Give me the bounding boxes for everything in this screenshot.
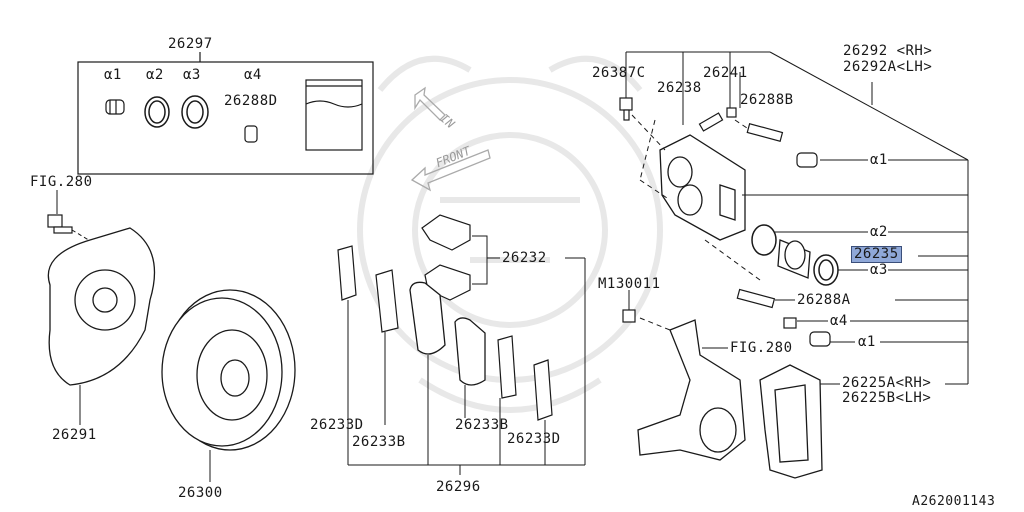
pad-leader-lines — [347, 257, 586, 475]
part-number-26288A[interactable]: 26288A — [797, 292, 851, 308]
alpha-2-right-label: α2 — [870, 224, 888, 240]
part-number-26235-highlighted[interactable]: 26235 — [851, 246, 902, 263]
bracket-bolt-icon — [622, 309, 636, 323]
shield-bolt-icon — [47, 214, 73, 234]
in-direction-arrow — [414, 86, 446, 121]
alpha-1-right-label: α1 — [870, 152, 888, 168]
part-number-26297[interactable]: 26297 — [168, 36, 213, 52]
part-number-26233D-right[interactable]: 26233D — [507, 431, 561, 447]
sleeve-a4-icon — [244, 125, 258, 143]
caliper-icon — [659, 134, 746, 241]
part-number-26225A-rh[interactable]: 26225A<RH> — [842, 375, 932, 391]
bleeder-26241-icon — [726, 107, 737, 118]
shim-inner-right-icon — [497, 335, 517, 399]
dust-shield-icon — [47, 227, 156, 386]
part-number-26238[interactable]: 26238 — [657, 80, 702, 96]
alpha-2-label: α2 — [146, 67, 164, 83]
boot-a1-right-2-icon — [809, 331, 831, 347]
front-direction-arrow — [410, 149, 491, 192]
fig-280-left-link[interactable]: FIG.280 — [30, 174, 93, 190]
alpha-1-right-2-label: α1 — [858, 334, 876, 350]
alpha-3-label: α3 — [183, 67, 201, 83]
part-number-26233B-right[interactable]: 26233B — [455, 417, 509, 433]
diagram-id: A262001143 — [912, 494, 996, 509]
part-number-26387C[interactable]: 26387C — [592, 65, 646, 81]
shim-inner-left-icon — [375, 269, 399, 333]
part-number-26225B-lh[interactable]: 26225B<LH> — [842, 390, 932, 406]
alpha-1-label: α1 — [104, 67, 122, 83]
boot-a1-icon — [105, 99, 125, 115]
piston-icon — [777, 239, 811, 279]
sleeve-a4-right-icon — [783, 317, 797, 329]
fig-280-right-link[interactable]: FIG.280 — [730, 340, 793, 356]
part-number-26300[interactable]: 26300 — [178, 485, 223, 501]
part-number-26296[interactable]: 26296 — [436, 479, 481, 495]
grease-packet-icon — [305, 79, 363, 151]
guide-pin-26288B-icon — [746, 123, 784, 142]
caliper-leader-lines — [625, 51, 969, 385]
shim-outer-left-icon — [337, 245, 357, 301]
part-number-M130011[interactable]: M130011 — [598, 276, 661, 292]
alpha-3-right-label: α3 — [870, 262, 888, 278]
part-number-26292A-lh[interactable]: 26292A<LH> — [843, 59, 933, 75]
part-number-26233B-left[interactable]: 26233B — [352, 434, 406, 450]
kit-26297-box — [77, 52, 374, 175]
caliper-bracket-icon — [759, 364, 823, 479]
seal-a3-right-icon — [813, 254, 839, 286]
part-number-26288B[interactable]: 26288B — [740, 92, 794, 108]
knuckle-icon — [637, 319, 746, 461]
part-number-26291[interactable]: 26291 — [52, 427, 97, 443]
brake-rotor-icon — [161, 289, 296, 451]
seal-a2-right-icon — [751, 224, 777, 256]
part-number-26233D-left[interactable]: 26233D — [310, 417, 364, 433]
part-number-26288D[interactable]: 26288D — [224, 93, 278, 109]
seal-a3-icon — [181, 95, 209, 129]
guide-pin-26238-icon — [698, 112, 724, 132]
part-number-26241[interactable]: 26241 — [703, 65, 748, 81]
clip-upper-icon — [421, 214, 471, 251]
guide-pin-26288A-icon — [736, 288, 776, 309]
pad-right-icon — [454, 317, 486, 386]
part-number-26232[interactable]: 26232 — [502, 250, 547, 266]
alpha-4-label: α4 — [244, 67, 262, 83]
caliper-dashed-lines — [631, 114, 761, 331]
pad-left-icon — [409, 281, 446, 355]
seal-a2-icon — [144, 96, 170, 128]
caliper-bolt-icon — [619, 97, 633, 121]
shim-outer-right-icon — [533, 359, 553, 421]
boot-a1-right-icon — [796, 152, 818, 168]
part-number-26292-rh[interactable]: 26292 <RH> — [843, 43, 933, 59]
alpha-4-right-label: α4 — [830, 313, 848, 329]
